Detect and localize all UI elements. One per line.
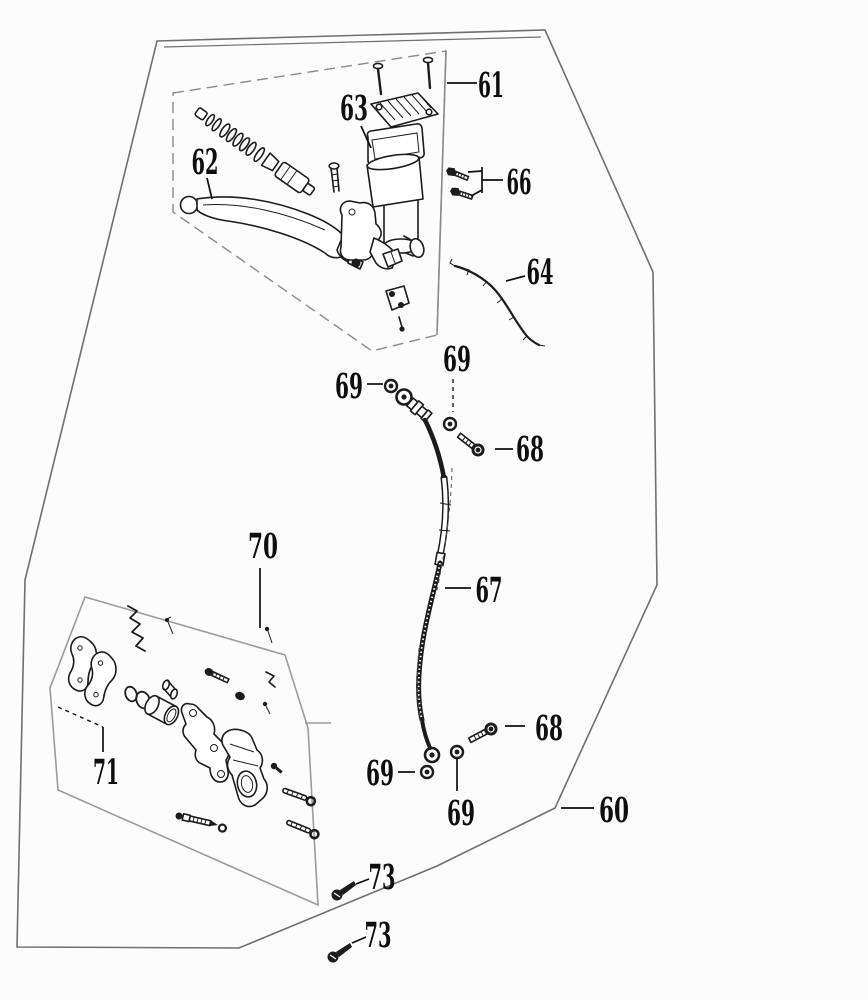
switch-bolts-66-drawing bbox=[446, 167, 474, 200]
reservoir-cap-plate-drawing bbox=[370, 92, 439, 128]
part-label-66: 66 bbox=[507, 162, 532, 203]
part-label-67: 67 bbox=[476, 570, 503, 611]
leader-line-71 bbox=[57, 706, 104, 728]
mount-screw-73-upper bbox=[331, 881, 356, 901]
part-label-70: 70 bbox=[248, 526, 278, 567]
leader-line-66-2 bbox=[467, 170, 483, 173]
part-label-68-upper: 68 bbox=[516, 429, 544, 470]
reservoir-cap-screws-drawing bbox=[372, 56, 434, 96]
master-cylinder-assembly-box-61 bbox=[172, 50, 447, 352]
part-label-63: 63 bbox=[340, 88, 368, 129]
leader-line-64 bbox=[505, 275, 526, 282]
banjo-bolt-68-upper bbox=[456, 432, 485, 457]
part-label-61: 61 bbox=[478, 65, 504, 106]
part-number-labels: 60 61 62 63 64 66 67 68 68 69 69 69 69 70 71 73 73 bbox=[57, 65, 629, 956]
part-label-69-upper-right: 69 bbox=[443, 339, 471, 380]
brake-pad-set-71 bbox=[67, 635, 117, 707]
leader-line-73-upper bbox=[355, 878, 370, 885]
caliper-parts-drawing bbox=[67, 605, 320, 840]
brake-lever-drawing bbox=[179, 195, 364, 270]
leader-line-73-lower bbox=[351, 936, 367, 944]
sealing-washer-69-upper-left bbox=[383, 378, 399, 394]
slide-pin-drawing-1 bbox=[282, 787, 317, 807]
sealing-washer-69-lower-left bbox=[419, 764, 435, 780]
caliper-assembly-box-70 bbox=[49, 596, 331, 907]
bleeder-screw-drawing bbox=[175, 812, 227, 833]
hose-clamp-drawing bbox=[385, 285, 410, 332]
leader-line-62 bbox=[206, 177, 213, 200]
panel-boundary-60 bbox=[16, 29, 658, 949]
brake-hose-67-drawing bbox=[383, 378, 498, 780]
sealing-washer-69-upper-right bbox=[442, 416, 458, 432]
hose-lower-eyelet bbox=[423, 746, 441, 764]
part-label-62: 62 bbox=[192, 142, 219, 183]
part-label-60: 60 bbox=[599, 790, 629, 831]
leader-line-63 bbox=[360, 125, 372, 149]
caliper-bracket-drawing bbox=[180, 702, 230, 783]
part-label-69-upper-left: 69 bbox=[335, 366, 363, 407]
mount-screw-73-lower bbox=[327, 943, 352, 963]
brake-switch-wire-64-drawing bbox=[449, 258, 546, 347]
sealing-washer-69-lower-mid bbox=[449, 744, 465, 760]
part-label-73-upper: 73 bbox=[369, 857, 396, 898]
part-label-73-lower: 73 bbox=[365, 915, 392, 956]
caliper-piston-drawing bbox=[144, 694, 180, 726]
part-label-69-lower-mid: 69 bbox=[447, 793, 475, 834]
caliper-body-drawing bbox=[221, 728, 268, 808]
slide-pin-drawing-2 bbox=[285, 819, 320, 840]
lever-pivot-bolt-drawing bbox=[328, 162, 340, 193]
hose-upper-fitting bbox=[405, 397, 433, 423]
caliper-bolt-drawing bbox=[204, 668, 230, 684]
hose-upper-eyelet bbox=[395, 388, 413, 406]
part-label-68-lower: 68 bbox=[535, 708, 563, 749]
piston-cap-drawing bbox=[161, 679, 179, 700]
piston-repair-kit-drawing bbox=[194, 107, 316, 196]
leader-line-66-3 bbox=[470, 189, 483, 197]
pad-spring-drawing bbox=[127, 605, 146, 652]
master-cylinder-body-drawing bbox=[339, 153, 425, 270]
part-label-69-lower-left: 69 bbox=[366, 753, 394, 794]
banjo-bolt-68-lower bbox=[467, 722, 498, 744]
part-label-71: 71 bbox=[93, 752, 119, 793]
part-label-64: 64 bbox=[527, 252, 554, 293]
